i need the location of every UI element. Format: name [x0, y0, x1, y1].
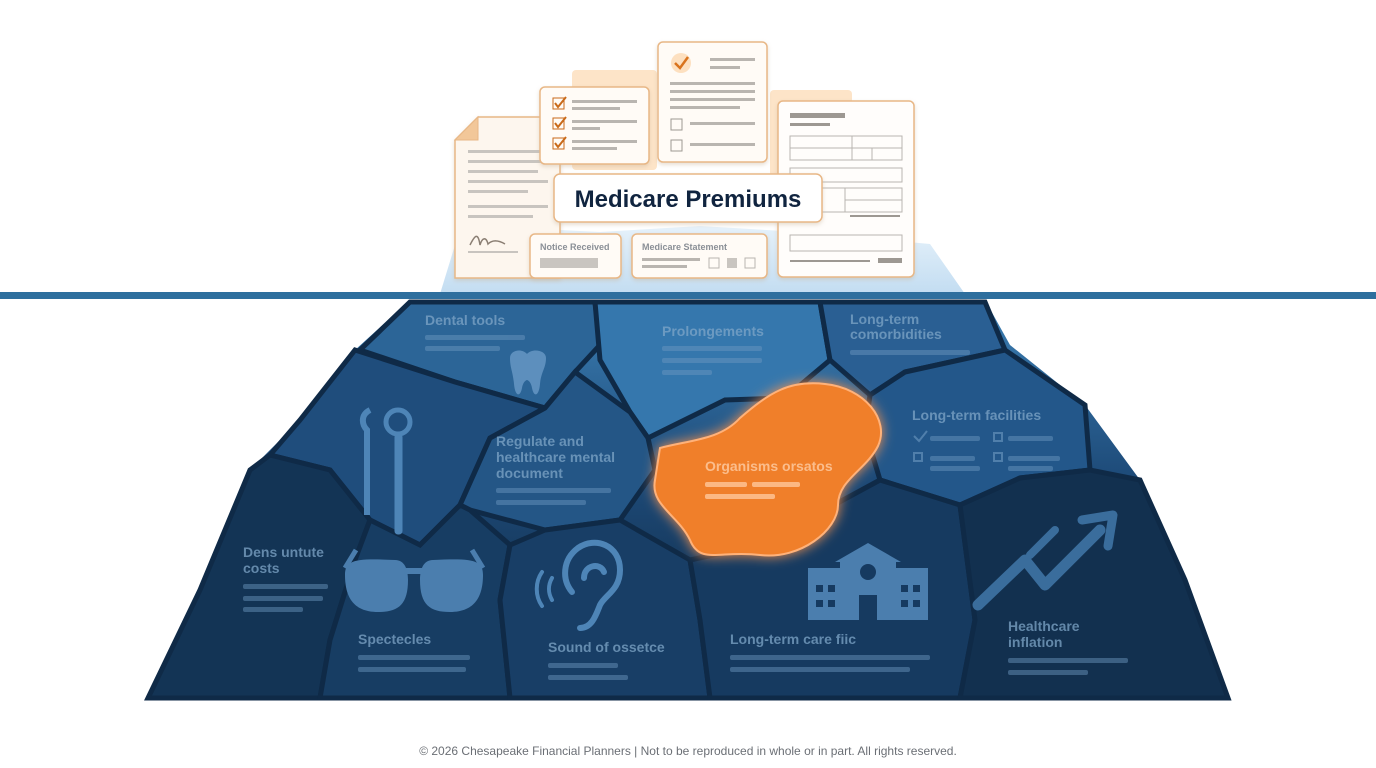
diagram-title: Medicare Premiums — [575, 186, 802, 213]
checkmark-icon — [552, 96, 567, 150]
svg-text:Prolongements: Prolongements — [662, 323, 764, 339]
svg-text:Dental tools: Dental tools — [425, 312, 505, 328]
highlight-region — [653, 382, 883, 557]
building-icon — [808, 543, 928, 620]
svg-text:Healthcare: Healthcare — [1008, 618, 1080, 634]
copyright-footer: © 2026 Chesapeake Financial Planners | N… — [419, 744, 957, 758]
iceberg-regions — [144, 299, 1232, 701]
signature-icon — [469, 235, 506, 246]
ear-icon — [534, 539, 624, 631]
glasses-icon — [342, 548, 486, 612]
svg-text:Organisms orsatos: Organisms orsatos — [705, 458, 833, 474]
svg-text:Long-term facilities: Long-term facilities — [912, 407, 1041, 423]
svg-text:comorbidities: comorbidities — [850, 326, 942, 342]
region-inflation — [956, 467, 1232, 701]
svg-text:document: document — [496, 465, 563, 481]
svg-text:Medicare Statement: Medicare Statement — [642, 242, 727, 252]
svg-text:Dens untute: Dens untute — [243, 544, 324, 560]
svg-text:costs: costs — [243, 560, 280, 576]
dental-probe-icon — [359, 407, 413, 535]
svg-text:Spectecles: Spectecles — [358, 631, 431, 647]
document-stack: Notice Received Medicare Statement Medic… — [453, 41, 915, 279]
tooth-icon — [510, 350, 546, 395]
svg-text:inflation: inflation — [1008, 634, 1062, 650]
svg-text:healthcare mental: healthcare mental — [496, 449, 615, 465]
statement-card — [631, 233, 768, 279]
checklist-card — [539, 86, 650, 165]
svg-text:Long-term: Long-term — [850, 311, 919, 327]
waterline — [0, 292, 1376, 299]
checklist-icon — [913, 430, 1003, 462]
svg-text:Regulate and: Regulate and — [496, 433, 584, 449]
svg-text:Notice Received: Notice Received — [540, 242, 610, 252]
notice-card — [529, 233, 622, 279]
highlight-lines — [705, 482, 800, 499]
svg-text:Long-term care fiic: Long-term care fiic — [730, 631, 856, 647]
svg-text:Sound of ossetce: Sound of ossetce — [548, 639, 665, 655]
placeholder-lines — [243, 335, 1128, 680]
trend-up-icon — [972, 510, 1118, 611]
title-plate — [553, 173, 823, 223]
region-labels: Dental tools Prolongements Long-term com… — [243, 311, 1080, 655]
